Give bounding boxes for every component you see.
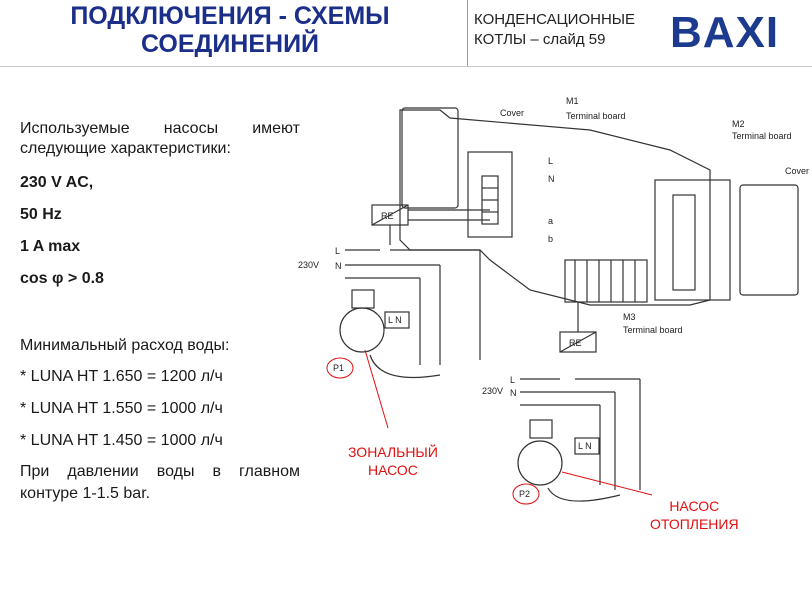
title-line-1: ПОДКЛЮЧЕНИЯ - СХЕМЫ: [70, 2, 390, 30]
slide-title: ПОДКЛЮЧЕНИЯ - СХЕМЫ СОЕДИНЕНИЙ: [30, 2, 430, 58]
circuit2-n: N: [510, 388, 517, 398]
heating-line-1: НАСОС: [669, 498, 720, 514]
label-b: b: [548, 234, 553, 244]
zonal-line-2: НАСОС: [367, 462, 418, 478]
flow-item-1: * LUNA HT 1.650 = 1200 л/ч: [20, 368, 223, 385]
pressure-note-line-1: При давлении воды в главном: [20, 463, 300, 480]
heating-pump-callout: НАСОС ОТОПЛЕНИЯ: [650, 497, 739, 533]
circuit2-l: L: [510, 375, 515, 385]
cover-2-label: Cover: [785, 166, 809, 176]
m2-label: M2: [732, 119, 745, 129]
slide-header: ПОДКЛЮЧЕНИЯ - СХЕМЫ СОЕДИНЕНИЙ КОНДЕНСАЦ…: [0, 0, 812, 67]
terminal-box-m1: [467, 151, 513, 238]
zonal-pointer: [364, 349, 389, 429]
header-divider: [467, 0, 468, 66]
pump-2-terminal: [574, 437, 600, 455]
p1-marker: [326, 357, 354, 379]
circuit1-l: L: [335, 246, 340, 256]
spec-cos-phi: cos φ > 0.8: [20, 270, 104, 287]
pressure-note-1: При давлении воды в главном: [20, 463, 300, 481]
slide-subtitle: КОНДЕНСАЦИОННЫЕ КОТЛЫ – слайд 59: [474, 10, 635, 50]
pump-2-body: [517, 440, 563, 486]
title-line-2: СОЕДИНЕНИЙ: [140, 30, 320, 58]
pump-1-head: [351, 289, 375, 309]
terminal-3-label: Terminal board: [623, 325, 683, 335]
relay-1-label: RE: [381, 211, 394, 221]
label-l: L: [548, 156, 553, 166]
voltage-label-2: 230V: [482, 386, 503, 396]
voltage-label-1: 230V: [298, 260, 319, 270]
label-a: a: [548, 216, 553, 226]
flow-item-2: * LUNA HT 1.550 = 1000 л/ч: [20, 400, 223, 417]
p1-label: P1: [333, 363, 344, 373]
terminal-1-label: Terminal board: [566, 111, 626, 121]
m1-label: M1: [566, 96, 579, 106]
m3-label: M3: [623, 312, 636, 322]
flow-item-3: * LUNA HT 1.450 = 1000 л/ч: [20, 432, 223, 449]
cover-1-label: Cover: [500, 108, 524, 118]
pump-1-ln-label: L N: [388, 315, 402, 325]
intro-line-1: Используемые насосы имеют: [20, 120, 300, 137]
cover-right: [739, 184, 799, 296]
intro-line-2: следующие характеристики:: [20, 140, 231, 157]
intro-text: Используемые насосы имеют: [20, 119, 300, 139]
zonal-pump-callout: ЗОНАЛЬНЫЙ НАСОС: [348, 443, 438, 479]
terminal-board-m3: [564, 259, 648, 303]
spec-frequency: 50 Hz: [20, 206, 62, 223]
heating-pointer: [561, 471, 653, 496]
intro-text-2: следующие характеристики:: [20, 139, 300, 159]
baxi-logo: BAXI: [670, 8, 780, 57]
terminal-2-label: Terminal board: [732, 131, 792, 141]
terminal-panel-m2: [654, 179, 731, 301]
pressure-note-2: контуре 1-1.5 bar.: [20, 485, 151, 502]
pump-1-body: [339, 307, 385, 353]
heating-line-2: ОТОПЛЕНИЯ: [650, 516, 739, 532]
zonal-line-1: ЗОНАЛЬНЫЙ: [348, 444, 438, 460]
circuit1-n: N: [335, 261, 342, 271]
pump-2-head: [529, 419, 553, 439]
p2-marker: [512, 483, 540, 505]
p2-label: P2: [519, 489, 530, 499]
pump-2-ln-label: L N: [578, 441, 592, 451]
relay-2-label: RE: [569, 338, 582, 348]
spec-current: 1 A max: [20, 238, 81, 255]
label-n: N: [548, 174, 555, 184]
subtitle-line-1: КОНДЕНСАЦИОННЫЕ: [474, 11, 636, 28]
flow-title: Минимальный расход воды:: [20, 337, 230, 354]
terminal-strip-m2: [672, 194, 696, 291]
subtitle-line-2: КОТЛЫ – слайд 59: [474, 31, 606, 48]
wiring-diagram: Cover M1 Terminal board M2 Terminal boar…: [298, 96, 809, 505]
pump-1-terminal: [384, 311, 410, 329]
cover-left: [401, 107, 459, 209]
spec-voltage: 230 V AC,: [20, 174, 94, 191]
